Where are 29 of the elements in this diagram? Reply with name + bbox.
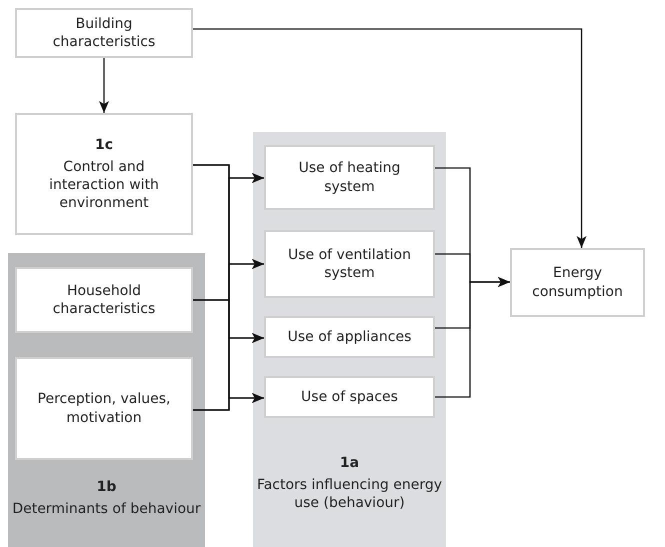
section-number: 1b [96,478,116,496]
box-label: Control and interaction with environment [48,158,160,212]
process-box [264,145,435,210]
section-number: 1c [94,136,114,154]
box-label: Use of spaces [301,388,398,406]
section-number: 1a [340,454,360,472]
process-box [15,357,193,460]
box-label: Use of heating system [298,159,402,196]
group-panel [253,132,446,547]
box-label: Building characteristics [52,14,156,52]
panel-title: Factors influencing energy use (behaviour) [256,476,444,513]
group-panel [8,253,205,547]
arrow [435,277,510,398]
arrow [193,28,587,248]
panel-title: Determinants of behaviour [12,500,201,518]
box-label: Use of appliances [288,328,412,346]
process-box [264,376,435,418]
process-box [264,230,435,298]
arrow [99,58,109,113]
box-label: Use of ventilation system [287,246,412,282]
box-label: Perception, values, motivation [36,390,172,427]
box-label: Energy consumption [531,264,624,301]
process-box [510,248,645,317]
arrow [193,393,264,411]
process-box [15,8,193,58]
process-box [15,267,193,333]
box-label: Household characteristics [52,282,156,318]
process-box [15,113,193,235]
process-box [264,316,435,358]
